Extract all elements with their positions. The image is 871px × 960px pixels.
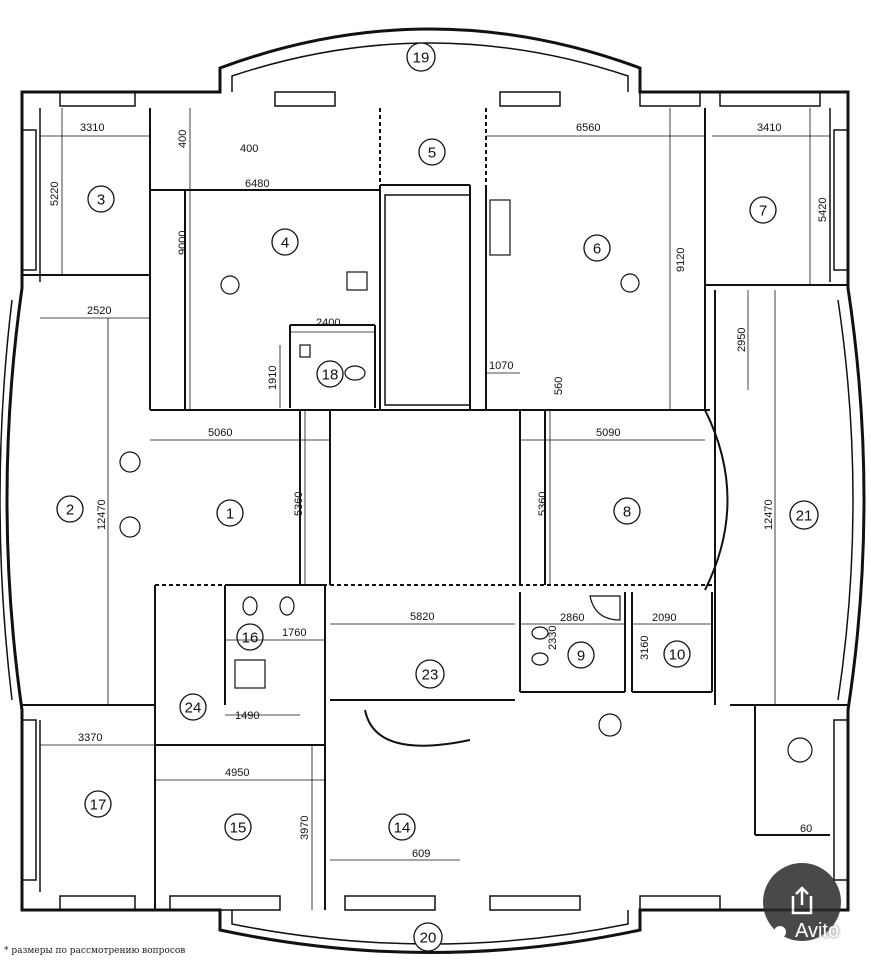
- avito-logo-icon: [766, 926, 789, 944]
- dim-2090: 2090: [652, 612, 676, 624]
- room-6: 6: [583, 234, 611, 262]
- dim-12470-right: 12470: [763, 499, 775, 530]
- dim-609: 609: [412, 848, 430, 860]
- dim-400-vertical: 400: [177, 130, 189, 148]
- dimension-lines: [40, 108, 830, 910]
- room-14-number: 14: [394, 820, 411, 837]
- room-4-number: 4: [281, 235, 289, 252]
- dim-9120: 9120: [675, 248, 687, 272]
- dim-6560: 6560: [576, 122, 600, 134]
- room-18-number: 18: [322, 367, 339, 384]
- room-3: 3: [87, 185, 115, 213]
- dim-560: 560: [553, 377, 565, 395]
- dim-5090: 5090: [596, 427, 620, 439]
- dim-3410: 3410: [757, 122, 781, 134]
- room-7-number: 7: [759, 203, 767, 220]
- avito-watermark: Avito: [795, 920, 840, 942]
- room-19-number: 19: [413, 50, 430, 67]
- dim-12470-left: 12470: [96, 499, 108, 530]
- dim-4950: 4950: [225, 767, 249, 779]
- dim-1910: 1910: [267, 366, 279, 390]
- share-icon: [791, 886, 813, 915]
- room-9-number: 9: [577, 648, 585, 665]
- outer-wall: [5, 27, 866, 954]
- room-16-number: 16: [242, 630, 259, 647]
- dim-5060: 5060: [208, 427, 232, 439]
- room-9: 9: [567, 641, 595, 669]
- dim-5220: 5220: [49, 182, 61, 206]
- room-24-number: 24: [185, 700, 202, 717]
- room-3-number: 3: [97, 192, 105, 209]
- dim-2400: 2400: [316, 317, 340, 329]
- dim-2330: 2330: [547, 626, 559, 650]
- room-21-number: 21: [796, 508, 813, 525]
- dim-2520: 2520: [87, 305, 111, 317]
- room-1: 1: [216, 499, 244, 527]
- dim-3970: 3970: [299, 816, 311, 840]
- room-15: 15: [224, 813, 252, 841]
- dim-3370: 3370: [78, 732, 102, 744]
- room-18: 18: [316, 360, 344, 388]
- room-8: 8: [613, 497, 641, 525]
- room-23-number: 23: [422, 667, 439, 684]
- room-5: 5: [418, 138, 446, 166]
- dim-3160: 3160: [639, 636, 651, 660]
- dim-5820: 5820: [410, 611, 434, 623]
- room-8-number: 8: [623, 504, 631, 521]
- room-6-number: 6: [593, 241, 601, 258]
- room-4: 4: [271, 228, 299, 256]
- room-17: 17: [84, 790, 112, 818]
- dim-3310: 3310: [80, 122, 104, 134]
- dim-1070: 1070: [489, 360, 513, 372]
- dim-60: 60: [800, 823, 812, 835]
- room-2: 2: [56, 495, 84, 523]
- room-24: 24: [179, 693, 207, 721]
- room-16: 16: [236, 623, 264, 651]
- dim-6480: 6480: [245, 178, 269, 190]
- room-1-number: 1: [226, 506, 234, 523]
- dim-9000: 9000: [177, 231, 189, 255]
- dim-5360-right: 5360: [537, 492, 549, 516]
- room-19: 19: [406, 42, 436, 72]
- dim-5420: 5420: [817, 198, 829, 222]
- dim-2860: 2860: [560, 612, 584, 624]
- room-2-number: 2: [66, 502, 74, 519]
- room-14: 14: [388, 813, 416, 841]
- dim-5360-left: 5360: [293, 492, 305, 516]
- dim-2950: 2950: [736, 328, 748, 352]
- dim-400-horizontal: 400: [240, 143, 258, 155]
- dim-1760: 1760: [282, 627, 306, 639]
- room-20-number: 20: [420, 930, 437, 947]
- room-17-number: 17: [90, 797, 107, 814]
- room-labels: 1 2 3 4 5 6 7 8 9 10 14 15 16 17 18 19 2…: [56, 42, 819, 952]
- room-21: 21: [789, 500, 819, 530]
- footnote: * размеры по рассмотрению вопросов: [4, 946, 186, 956]
- room-20: 20: [413, 922, 443, 952]
- room-10-number: 10: [669, 647, 686, 664]
- room-23: 23: [415, 659, 445, 689]
- room-5-number: 5: [428, 145, 436, 162]
- room-7: 7: [749, 196, 777, 224]
- dim-1490: 1490: [235, 710, 259, 722]
- room-15-number: 15: [230, 820, 247, 837]
- room-10: 10: [663, 640, 691, 668]
